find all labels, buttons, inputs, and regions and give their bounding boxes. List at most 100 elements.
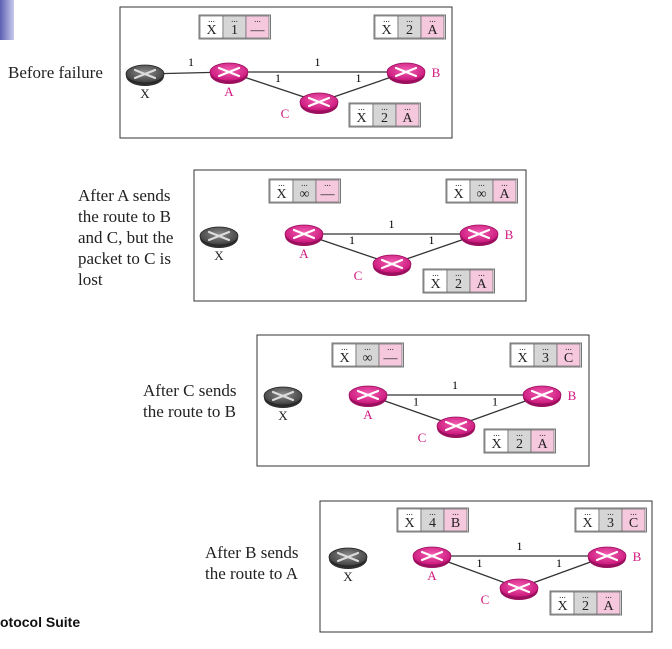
node-b-cell-dots: ...	[584, 507, 591, 517]
node-label-b: B	[568, 388, 577, 403]
router-c-icon	[499, 578, 539, 600]
node-label-c: C	[354, 268, 363, 283]
link-a-c-cost: 1	[477, 556, 483, 570]
caption-after-c-sends: After C sends the route to B	[143, 380, 236, 422]
node-a-cell-next-text: —	[320, 187, 336, 202]
node-c-cell-cost-text: 2	[455, 277, 462, 292]
router-a-icon	[348, 385, 388, 407]
caption-line: the route to B	[78, 207, 172, 226]
router-b-icon	[386, 62, 426, 84]
node-a-cell-dots: ...	[278, 178, 285, 188]
node-a-cell-dots: ...	[254, 14, 261, 24]
node-c-cell-dots: ...	[493, 428, 500, 438]
node-c-cell-cost-text: 2	[516, 437, 523, 452]
caption-line: packet to C is	[78, 249, 172, 268]
node-b-cell-next-text: C	[564, 351, 573, 366]
link-c-b-cost: 1	[492, 395, 498, 409]
link-a-c-cost: 1	[413, 395, 419, 409]
node-a-cell-cost-text: 1	[231, 23, 238, 38]
node-b-cell-dots: ...	[406, 14, 413, 24]
node-a-routing-table: ...X...4...B	[396, 507, 469, 533]
node-a-cell-next	[315, 179, 340, 203]
node-c-cell-cost-text: 2	[582, 599, 589, 614]
link-c-b-cost: 1	[556, 556, 562, 570]
caption-before-failure: Before failure	[8, 63, 103, 82]
node-c-routing-table: ...X...2...A	[422, 268, 495, 294]
node-c-cell-dots: ...	[358, 102, 365, 112]
node-c-cell-dest-text: X	[557, 599, 567, 614]
node-c-cell-dots: ...	[559, 590, 566, 600]
node-b-cell-cost-text: 2	[406, 23, 413, 38]
node-b-cell-next	[492, 179, 517, 203]
link-a-c-cost: 1	[349, 233, 355, 247]
node-a-cell-dest-text: X	[404, 516, 414, 531]
link-x-a-cost: 1	[188, 55, 194, 69]
node-a-routing-table: ...X...∞...—	[331, 342, 404, 368]
node-c-cell-dots: ...	[432, 268, 439, 278]
node-a-cell-cost-text: 4	[429, 516, 436, 531]
node-c-cell-dest-text: X	[356, 111, 366, 126]
slide-corner-accent	[0, 0, 14, 40]
node-b-cell-cost-text: 3	[542, 351, 549, 366]
node-c-cell-next	[530, 429, 555, 453]
node-c-cell-cost-text: 2	[381, 111, 388, 126]
node-label-c: C	[418, 430, 427, 445]
node-a-cell-dots: ...	[406, 507, 413, 517]
caption-line: the route to B	[143, 402, 237, 421]
node-c-routing-table: ...X...2...A	[483, 428, 556, 454]
node-b-cell-next-text: A	[427, 23, 438, 38]
node-b-cell-dots: ...	[542, 342, 549, 352]
node-a-cell-cost-text: ∞	[363, 351, 373, 366]
caption-line: After A sends	[78, 186, 171, 205]
node-a-cell-dots: ...	[301, 178, 308, 188]
node-c-routing-table: ...X...2...A	[348, 102, 421, 128]
node-c-cell-next	[596, 591, 621, 615]
router-b-icon	[459, 224, 499, 246]
caption-line: lost	[78, 270, 103, 289]
node-a-cell-next	[443, 508, 468, 532]
node-label-c: C	[481, 592, 490, 607]
node-a-routing-table: ...X...1...—	[198, 14, 271, 40]
node-b-cell-next	[420, 15, 445, 39]
node-b-cell-dots: ...	[501, 178, 508, 188]
link-a-b-cost: 1	[315, 55, 321, 69]
node-b-cell-dots: ...	[455, 178, 462, 188]
node-c-cell-dest-text: X	[430, 277, 440, 292]
node-a-cell-dots: ...	[208, 14, 215, 24]
node-a-cell-next	[245, 15, 270, 39]
caption-line: and C, but the	[78, 228, 174, 247]
node-b-cell-next	[621, 508, 646, 532]
node-c-cell-dots: ...	[404, 102, 411, 112]
node-a-cell-dots: ...	[231, 14, 238, 24]
node-b-cell-dots: ...	[607, 507, 614, 517]
node-label-a: A	[427, 568, 437, 583]
node-label-x: X	[343, 569, 353, 584]
node-a-cell-cost-text: ∞	[300, 187, 310, 202]
node-b-cell-dest-text: X	[517, 351, 527, 366]
node-b-cell-next	[556, 343, 581, 367]
node-c-cell-next-text: A	[603, 599, 614, 614]
caption-line: After B sends	[205, 543, 299, 562]
node-c-cell-dots: ...	[455, 268, 462, 278]
node-b-cell-next-text: C	[629, 516, 638, 531]
node-c-cell-next	[395, 103, 420, 127]
node-a-cell-next-text: —	[250, 23, 266, 38]
caption-after-b-sends: After B sends the route to A	[205, 542, 298, 584]
node-c-cell-dots: ...	[582, 590, 589, 600]
node-c-cell-dots: ...	[478, 268, 485, 278]
node-a-cell-dots: ...	[341, 342, 348, 352]
router-b-icon	[587, 546, 627, 568]
caption-line: After C sends	[143, 381, 237, 400]
node-a-cell-next-text: —	[383, 351, 399, 366]
node-b-cell-dest-text: X	[381, 23, 391, 38]
node-a-cell-dots: ...	[364, 342, 371, 352]
node-a-cell-dots: ...	[324, 178, 331, 188]
node-label-x: X	[214, 248, 224, 263]
node-c-cell-dots: ...	[516, 428, 523, 438]
node-label-a: A	[224, 84, 234, 99]
link-a-c-cost: 1	[275, 71, 281, 85]
